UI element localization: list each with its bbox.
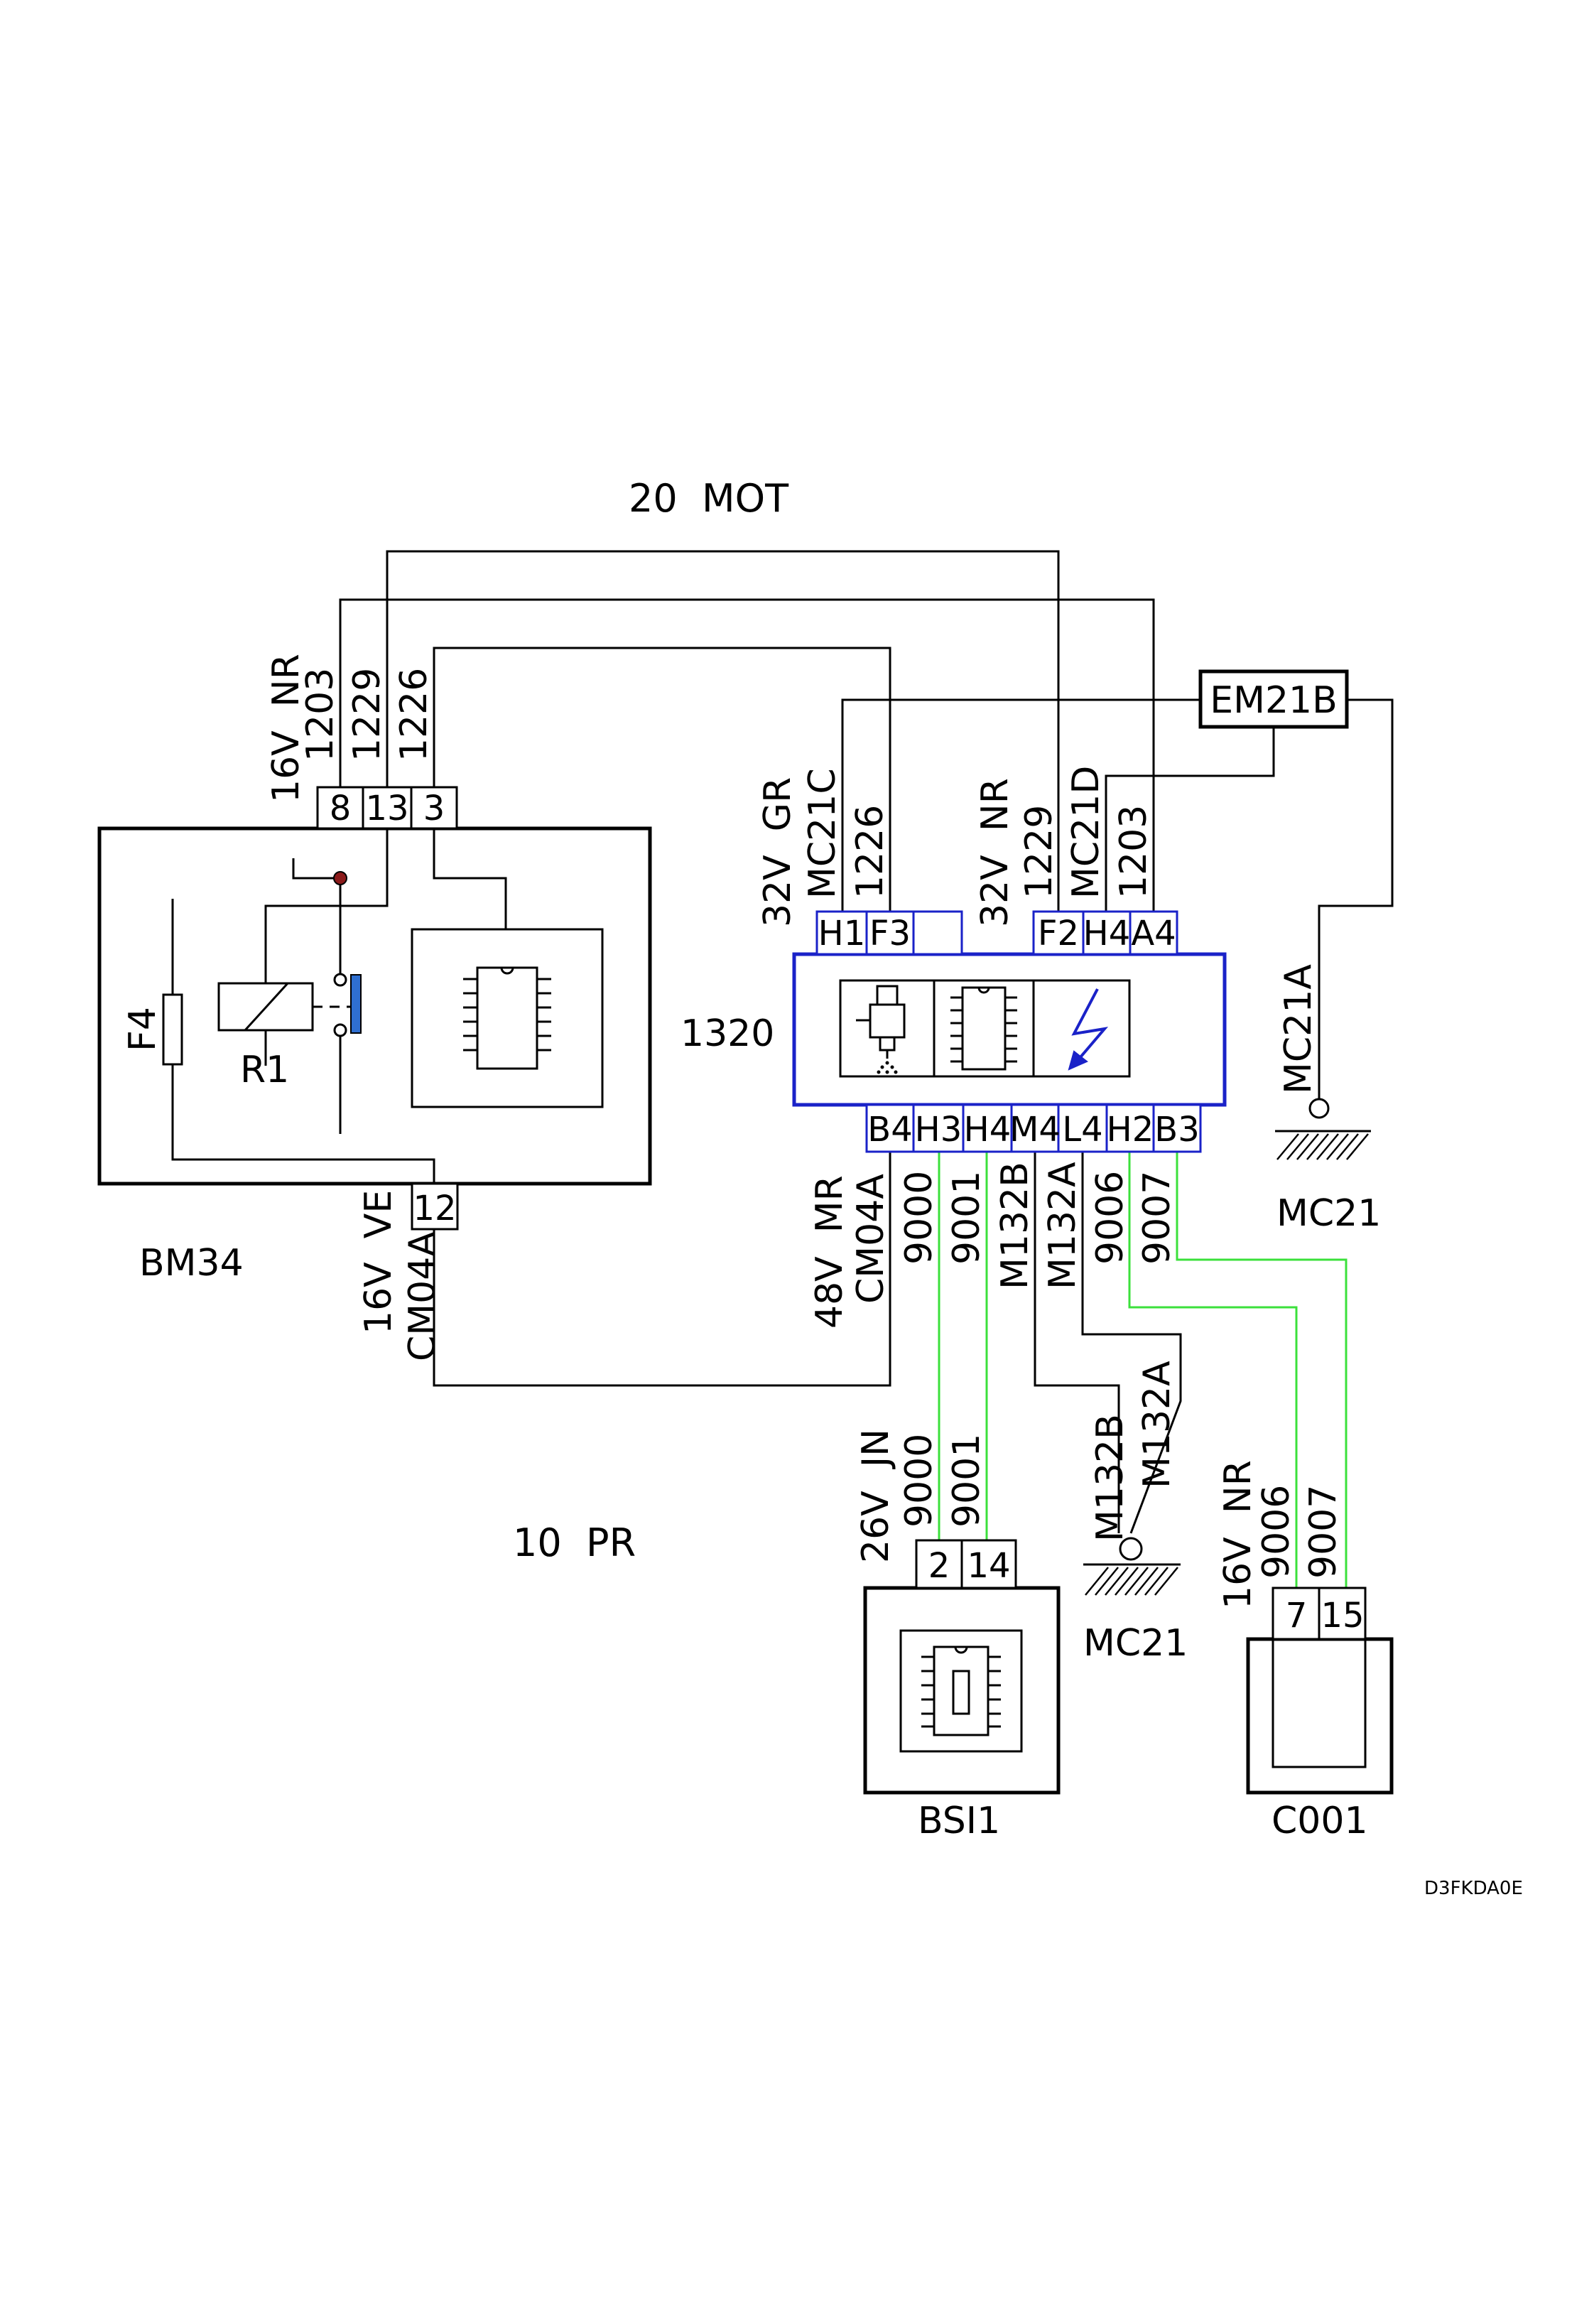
junction-dot (333, 871, 347, 885)
c001-pin: 15 (1321, 1596, 1364, 1636)
bm34-pin: 13 (365, 789, 408, 828)
c001-spec: 16V NR (1217, 1460, 1259, 1609)
wire-1203 (339, 598, 1155, 912)
chip-icon (463, 966, 551, 1070)
wire-9006 (1128, 1152, 1298, 1588)
ecu-pin: F2 (1038, 914, 1079, 953)
wire-label: M132B (1089, 1414, 1132, 1542)
ecu-pin: L4 (1062, 1110, 1102, 1150)
wire-label: 9007 (1302, 1485, 1345, 1579)
ecu-pin: H4 (1083, 914, 1131, 953)
fuse-f4 (162, 993, 183, 1066)
em21b-label: EM21B (1210, 679, 1338, 722)
ecu-pin: F3 (869, 914, 911, 953)
relay-label: R1 (240, 1049, 289, 1091)
bm34-unit: F4 R1 BM34 (97, 826, 652, 1285)
bm34-label: BM34 (139, 1242, 244, 1285)
ecu-pin: H2 (1107, 1110, 1154, 1150)
wire-1229 (386, 550, 1060, 912)
wire-label: M132A (1136, 1361, 1178, 1488)
bsi-pin: 14 (967, 1546, 1010, 1586)
ecu-top-right-spec: 32V NR (974, 778, 1016, 927)
wire-cm04a (433, 1152, 891, 1387)
chip-icon (921, 1645, 1001, 1736)
bm34-pin: 8 (330, 789, 352, 828)
bm34-bottom-spec: 16V VE (357, 1190, 400, 1334)
ecu-pin: B4 (867, 1110, 912, 1150)
bm34-bottom-connector: 12 16V VE CM04A (357, 1182, 459, 1361)
ecu-1320: 1320 (681, 952, 1227, 1107)
c001-label: C001 (1272, 1800, 1368, 1842)
ecu-bottom-spec: 48V MR (808, 1175, 851, 1329)
ecu-top-right-connector: F2 H4 A4 32V NR 1229 MC21D 1203 (974, 766, 1178, 956)
ground-label: MC21A (1277, 964, 1320, 1094)
chip-icon (950, 986, 1017, 1071)
ecu-top-left-id: MC21C (801, 768, 844, 899)
bsi1-connector: 2 14 26V JN 9000 9001 (855, 1429, 1017, 1589)
wire-label: 1226 (849, 805, 891, 899)
wire-9007 (1176, 1152, 1348, 1588)
wire-label: M132B (994, 1162, 1036, 1290)
bsi-label: BSI1 (918, 1800, 1000, 1842)
bm34-top-connector: 8 13 3 16V NR 1203 1229 1226 (265, 654, 458, 830)
ecu-pin: A4 (1131, 914, 1176, 953)
ground-name: MC21 (1276, 1192, 1381, 1235)
zone-label-mot: 20 MOT (629, 476, 789, 521)
wire-label: 9007 (1136, 1171, 1178, 1265)
c001-pin: 7 (1286, 1596, 1308, 1636)
ecu-pin: H4 (964, 1110, 1012, 1150)
reference-code: D3FKDA0E (1424, 1878, 1523, 1899)
wire-label: 1203 (299, 668, 342, 762)
wire-mc21d (1105, 727, 1275, 912)
bsi-pin: 2 (928, 1546, 950, 1586)
ground-name: MC21 (1083, 1622, 1188, 1665)
ground-mc21-right: MC21A MC21 (1275, 964, 1381, 1235)
c001-connector: 7 15 16V NR 9006 9007 (1217, 1460, 1367, 1641)
zone-label-pr: 10 PR (513, 1520, 636, 1565)
wire-label: 9001 (945, 1171, 988, 1265)
ecu-top-left-spec: 32V GR (757, 777, 799, 927)
wire-label: 1226 (393, 668, 435, 762)
ecu-pin: H3 (915, 1110, 963, 1150)
ecu-pin: B3 (1154, 1110, 1199, 1150)
wire-1226 (433, 647, 891, 912)
ecu-top-right-id: MC21D (1065, 766, 1107, 899)
wire-label: 1203 (1112, 805, 1155, 899)
ecu-pin: H1 (818, 914, 866, 953)
bm34-pin: 3 (423, 789, 445, 828)
wire-label: M132A (1041, 1162, 1084, 1290)
wire-label: 9001 (945, 1434, 988, 1528)
wire-label: 1229 (1018, 805, 1061, 899)
wire-mc21c (841, 698, 1200, 912)
ecu-bottom-id: CM04A (850, 1174, 892, 1304)
bm34-top-spec: 16V NR (265, 654, 308, 803)
bm34-pin: 12 (413, 1189, 456, 1228)
wire-label: 9006 (1255, 1485, 1298, 1579)
ecu-bottom-connector: B4 H3 H4 M4 L4 H2 B3 48V MR CM04A 9000 9… (808, 1103, 1202, 1329)
wire-label: 9006 (1089, 1171, 1132, 1265)
injector-icon (856, 985, 906, 1074)
wire-label: 9000 (898, 1434, 940, 1528)
wire-m132b (1034, 1152, 1120, 1533)
bm34-bottom-id: CM04A (401, 1231, 444, 1361)
wire-label: 1229 (346, 668, 389, 762)
ecu-label: 1320 (681, 1012, 774, 1055)
lightning-icon (1068, 988, 1109, 1071)
c001-unit: C001 (1246, 1637, 1394, 1842)
bsi-spec: 26V JN (855, 1429, 897, 1563)
ecu-pin: M4 (1009, 1110, 1061, 1150)
wire-m132a (1081, 1152, 1182, 1534)
em21b-splice: EM21B (1198, 669, 1349, 729)
relay-contact (350, 974, 362, 1034)
wire-mc21a (1318, 698, 1394, 1099)
ground-mc21-bottom: M132B M132A MC21 (1083, 1361, 1188, 1665)
wire-label: 9000 (898, 1171, 940, 1265)
bsi1-unit: BSI1 (863, 1586, 1061, 1842)
ecu-top-left-connector: H1 F3 32V GR MC21C 1226 (757, 768, 963, 956)
fuse-label: F4 (121, 1007, 164, 1052)
